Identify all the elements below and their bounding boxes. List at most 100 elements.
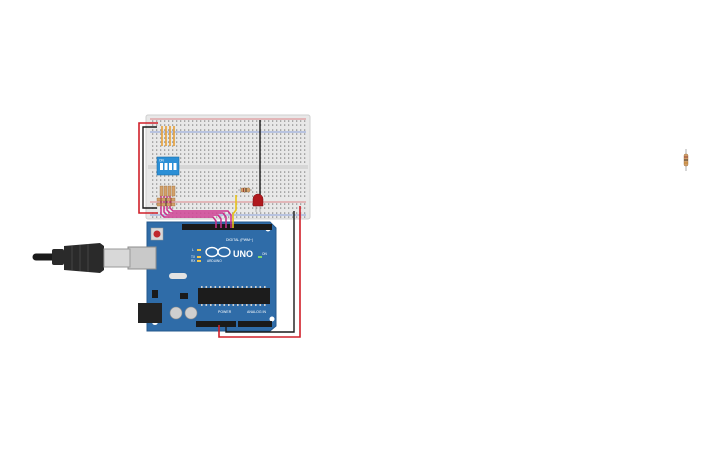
dip-switch[interactable]: ON — [156, 156, 180, 176]
breadboard-hole — [172, 137, 174, 139]
breadboard-hole — [272, 203, 274, 205]
breadboard-hole — [252, 120, 254, 122]
breadboard-hole — [156, 183, 158, 185]
breadboard-hole — [208, 129, 210, 131]
breadboard-hole — [160, 179, 162, 181]
breadboard-hole — [264, 161, 266, 163]
breadboard-hole — [212, 161, 214, 163]
chip-pin — [255, 304, 257, 306]
breadboard-hole — [204, 137, 206, 139]
breadboard-hole — [272, 120, 274, 122]
breadboard-hole — [248, 141, 250, 143]
breadboard-hole — [292, 153, 294, 155]
breadboard-hole — [252, 141, 254, 143]
breadboard-hole — [188, 171, 190, 173]
breadboard-hole — [240, 120, 242, 122]
usb-b-cable[interactable] — [32, 243, 131, 273]
chip-pin — [237, 286, 239, 288]
breadboard-hole — [196, 191, 198, 193]
breadboard-hole — [172, 124, 174, 126]
breadboard-hole — [216, 149, 218, 151]
breadboard-hole — [164, 133, 166, 135]
wire-red-right[interactable] — [218, 206, 301, 338]
reset-button-cap[interactable] — [153, 230, 161, 238]
breadboard-hole — [284, 141, 286, 143]
breadboard-hole — [216, 175, 218, 177]
resistor-bank[interactable] — [159, 185, 176, 197]
rx-label: RX — [191, 259, 196, 263]
breadboard-hole — [152, 187, 154, 189]
breadboard-hole — [172, 153, 174, 155]
red-led[interactable] — [252, 193, 264, 212]
breadboard-hole — [304, 207, 306, 209]
breadboard-hole — [220, 216, 222, 218]
breadboard-hole — [292, 203, 294, 205]
breadboard-hole — [264, 153, 266, 155]
chip-pin — [201, 304, 203, 306]
breadboard-hole — [156, 133, 158, 135]
analog-header[interactable] — [238, 321, 272, 327]
breadboard-hole — [236, 120, 238, 122]
breadboard-hole — [200, 187, 202, 189]
breadboard-hole — [304, 161, 306, 163]
breadboard-hole — [268, 171, 270, 173]
breadboard-hole — [200, 191, 202, 193]
breadboard-hole — [152, 137, 154, 139]
breadboard-hole — [168, 120, 170, 122]
wire-black-right[interactable] — [225, 211, 295, 333]
breadboard-hole — [212, 187, 214, 189]
breadboard-hole — [212, 179, 214, 181]
breadboard-hole — [168, 124, 170, 126]
digital-header[interactable] — [182, 224, 272, 230]
wire-red-left[interactable] — [138, 122, 158, 214]
breadboard-hole — [264, 137, 266, 139]
breadboard-hole — [188, 120, 190, 122]
breadboard-hole — [168, 179, 170, 181]
breadboard-hole — [232, 191, 234, 193]
breadboard-hole — [236, 216, 238, 218]
breadboard-hole — [220, 207, 222, 209]
led-resistor[interactable] — [238, 187, 252, 193]
chip-pin — [250, 286, 253, 288]
breadboard-hole — [264, 216, 266, 218]
breadboard-hole — [188, 195, 190, 197]
breadboard-hole — [296, 149, 298, 151]
chip-pin — [246, 286, 248, 288]
breadboard-hole — [240, 124, 242, 126]
breadboard-hole — [164, 124, 166, 126]
breadboard-hole — [288, 141, 290, 143]
breadboard-hole — [192, 175, 194, 177]
breadboard-hole — [200, 171, 202, 173]
breadboard-hole — [288, 212, 290, 214]
breadboard-hole — [284, 203, 286, 205]
breadboard-hole — [220, 157, 222, 159]
breadboard-hole — [248, 124, 250, 126]
power-header[interactable] — [196, 321, 236, 327]
l-label: L — [192, 248, 194, 252]
breadboard-hole — [152, 183, 154, 185]
wires-orange[interactable] — [161, 126, 175, 146]
breadboard-hole — [280, 216, 282, 218]
breadboard-hole — [204, 145, 206, 147]
breadboard-hole — [228, 179, 230, 181]
breadboard-hole — [272, 149, 274, 151]
breadboard-hole — [288, 171, 290, 173]
breadboard-hole — [224, 183, 226, 185]
breadboard-hole — [192, 137, 194, 139]
breadboard-hole — [296, 137, 298, 139]
wire-yellow[interactable] — [232, 195, 237, 228]
breadboard-hole — [244, 183, 246, 185]
breadboard-hole — [164, 141, 166, 143]
breadboard-hole — [220, 149, 222, 151]
breadboard-hole — [252, 212, 254, 214]
loose-resistor[interactable] — [683, 149, 689, 171]
wires-magenta[interactable] — [160, 196, 232, 228]
breadboard-hole — [240, 141, 242, 143]
breadboard-hole — [220, 141, 222, 143]
arduino-board[interactable]: UNO ARDUINO DIGITAL (PWM~) POWER ANALOG … — [127, 221, 277, 332]
wire-black-left[interactable] — [142, 126, 157, 209]
breadboard-hole — [216, 191, 218, 193]
breadboard-hole — [180, 145, 182, 147]
resistor-bank-lower[interactable] — [156, 197, 176, 207]
breadboard-hole — [288, 216, 290, 218]
